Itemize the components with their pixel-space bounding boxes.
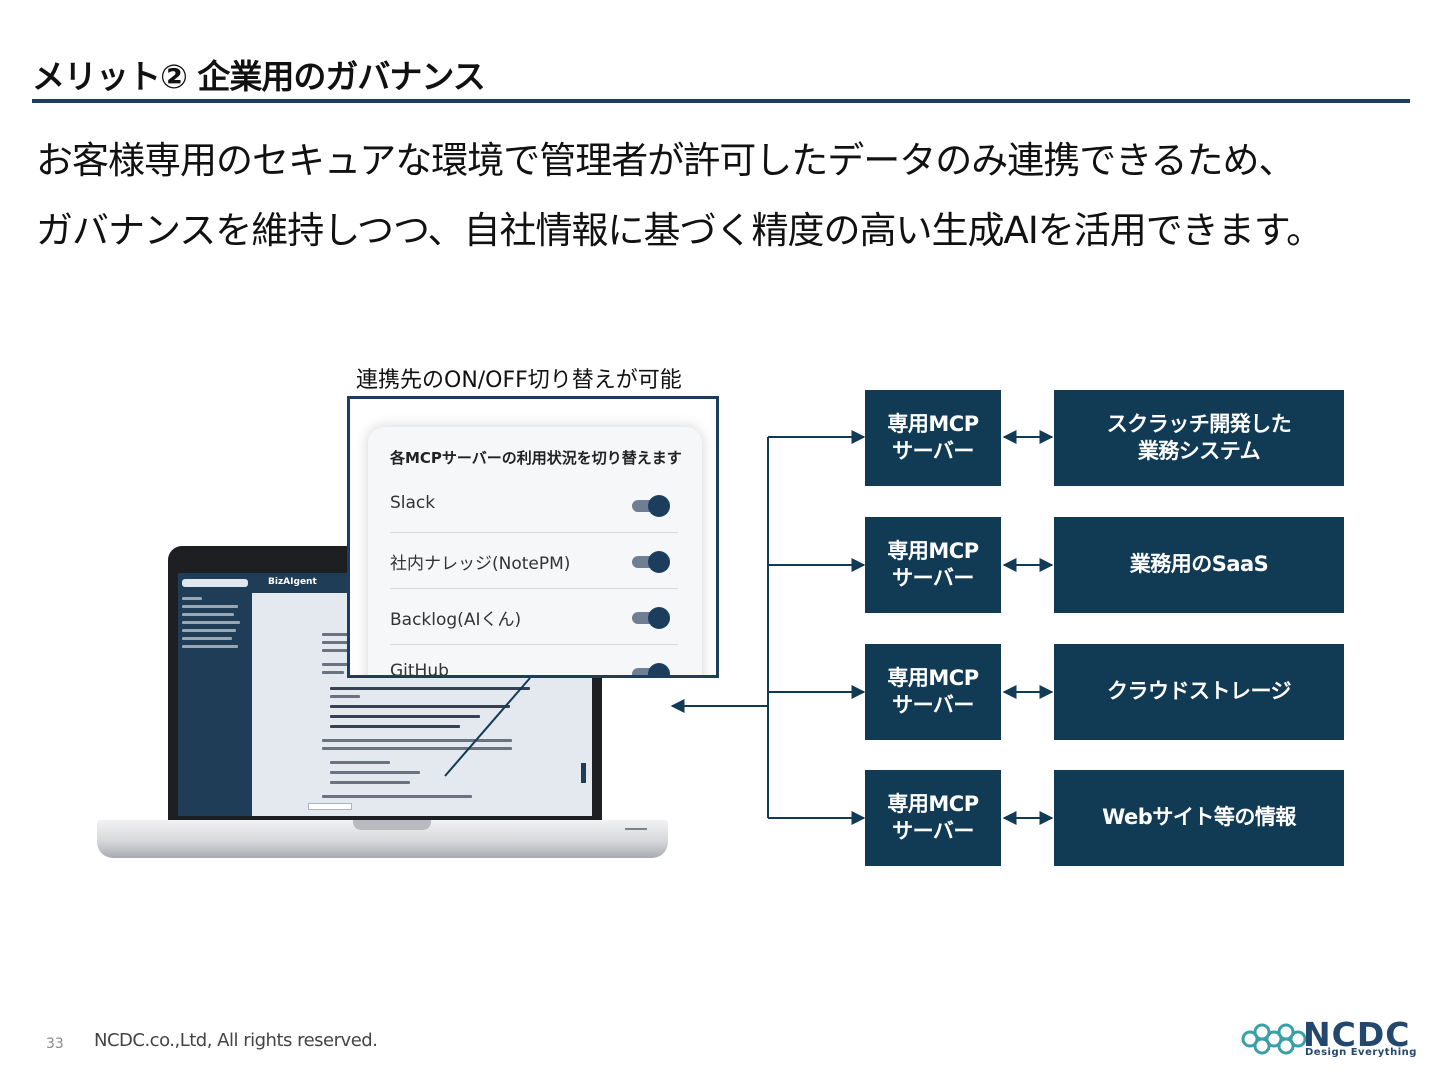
- chat-line: [330, 695, 360, 698]
- toggle-label: GitHub: [390, 661, 449, 678]
- app-sidebar: [178, 573, 252, 816]
- lead-text-line-2: ガバナンスを維持しつつ、自社情報に基づく精度の高い生成AIを活用できます。: [36, 209, 1323, 252]
- chat-line: [322, 649, 350, 652]
- chat-line: [322, 663, 356, 666]
- toggle-switch[interactable]: [632, 663, 670, 675]
- chat-line: [322, 633, 362, 636]
- toggle-row-github: GitHub: [390, 645, 678, 678]
- laptop-slot: [625, 828, 647, 830]
- sidebar-line: [182, 597, 202, 600]
- sidebar-line: [182, 645, 238, 648]
- toggle-callout: 各MCPサーバーの利用状況を切り替えます Slack 社内ナレッジ(NotePM…: [347, 396, 719, 678]
- chat-line: [330, 705, 510, 708]
- mcp-server-box-1: 専用MCP サーバー: [865, 390, 1001, 486]
- chat-line: [330, 715, 480, 718]
- target-box-scratch-system: スクラッチ開発した 業務システム: [1054, 390, 1344, 486]
- laptop-notch: [353, 820, 431, 830]
- chat-line: [322, 747, 512, 750]
- scrollbar: [581, 763, 586, 783]
- toggle-label: 社内ナレッジ(NotePM): [390, 554, 571, 574]
- page-number: 33: [46, 1036, 64, 1052]
- sidebar-line: [182, 621, 240, 624]
- logo-wordmark: NCDC: [1303, 1015, 1411, 1054]
- callout-pointer: [444, 677, 531, 777]
- chat-line: [330, 781, 410, 784]
- sidebar-line: [182, 605, 238, 608]
- ncdc-logo-icon: [1241, 1023, 1307, 1055]
- mcp-toggle-panel: 各MCPサーバーの利用状況を切り替えます Slack 社内ナレッジ(NotePM…: [368, 427, 702, 678]
- chat-line: [330, 771, 420, 774]
- target-box-saas: 業務用のSaaS: [1054, 517, 1344, 613]
- chat-line: [322, 671, 344, 674]
- logo-tagline: Design Everything: [1305, 1047, 1417, 1058]
- app-logo: BizAIgent: [268, 577, 317, 587]
- callout-caption: 連携先のON/OFF切り替えが可能: [356, 368, 682, 393]
- toggle-row-backlog: Backlog(AIくん): [390, 589, 678, 645]
- sidebar-line: [182, 637, 232, 640]
- target-box-cloud-storage: クラウドストレージ: [1054, 644, 1344, 740]
- mcp-server-box-3: 専用MCP サーバー: [865, 644, 1001, 740]
- sidebar-line: [182, 613, 234, 616]
- chat-line: [330, 761, 390, 764]
- sidebar-line: [182, 629, 236, 632]
- toggle-switch[interactable]: [632, 495, 670, 517]
- new-chat-button: [182, 579, 248, 587]
- target-box-website: Webサイト等の情報: [1054, 770, 1344, 866]
- mcp-server-box-4: 専用MCP サーバー: [865, 770, 1001, 866]
- copyright: NCDC.co.,Ltd, All rights reserved.: [94, 1030, 378, 1051]
- toggle-row-slack: Slack: [390, 477, 678, 533]
- chat-line: [322, 795, 472, 798]
- mcp-settings-button: [308, 803, 352, 810]
- chat-line: [330, 687, 530, 690]
- chat-line: [322, 739, 512, 742]
- mcp-server-box-2: 専用MCP サーバー: [865, 517, 1001, 613]
- lead-text-line-1: お客様専用のセキュアな環境で管理者が許可したデータのみ連携できるため、: [36, 139, 1296, 182]
- toggle-row-notepm: 社内ナレッジ(NotePM): [390, 533, 678, 589]
- toggle-switch[interactable]: [632, 551, 670, 573]
- slide-title: メリット② 企業用のガバナンス: [32, 57, 486, 96]
- chat-line: [330, 725, 460, 728]
- chat-line: [322, 641, 352, 644]
- title-underline: [32, 99, 1410, 103]
- toggle-switch[interactable]: [632, 607, 670, 629]
- toggle-label: Backlog(AIくん): [390, 610, 522, 630]
- toggle-label: Slack: [390, 493, 436, 513]
- panel-title: 各MCPサーバーの利用状況を切り替えます: [390, 449, 682, 467]
